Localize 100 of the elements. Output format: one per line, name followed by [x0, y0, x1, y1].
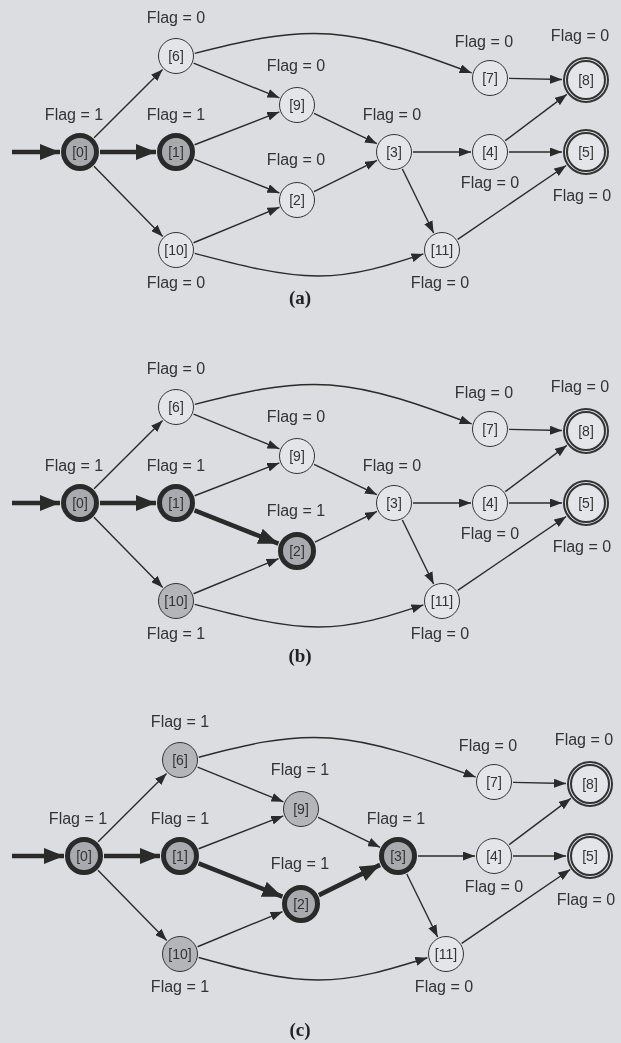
- flag-label: Flag = 0: [266, 409, 326, 425]
- flag-label: Flag = 1: [146, 626, 206, 642]
- arrow: [401, 519, 435, 585]
- arrow: [504, 444, 568, 493]
- state-circle: [11]: [424, 232, 460, 268]
- arrow: [192, 557, 280, 595]
- flag-label: Flag = 0: [460, 175, 520, 191]
- arrow: [317, 816, 381, 848]
- arrow: [197, 956, 429, 981]
- arrow: [12, 848, 64, 864]
- final-state-circle: [5]: [567, 833, 613, 879]
- active-state-circle: [2]: [278, 532, 316, 570]
- final-state-circle: [8]: [563, 408, 609, 454]
- arrow: [100, 144, 156, 160]
- arrow: [313, 112, 378, 145]
- arrow: [314, 510, 378, 543]
- flag-label: Flag = 1: [48, 811, 108, 827]
- arrow: [508, 147, 563, 157]
- arrow: [198, 736, 477, 778]
- active-state-circle: [1]: [161, 837, 199, 875]
- flag-label: Flag = 0: [454, 34, 514, 50]
- state-circle: [10]: [158, 232, 194, 268]
- state-circle: [6]: [158, 389, 194, 425]
- flag-label: Flag = 0: [454, 385, 514, 401]
- arrow: [197, 861, 284, 899]
- flag-label: Flag = 1: [270, 856, 330, 872]
- flag-label: Flag = 1: [44, 107, 104, 123]
- marked-state-circle: [9]: [283, 791, 319, 827]
- flag-label: Flag = 1: [146, 458, 206, 474]
- flag-label: Flag = 1: [366, 811, 426, 827]
- arrow: [193, 111, 280, 146]
- flag-label: Flag = 0: [550, 379, 610, 395]
- arrow: [196, 910, 284, 948]
- arrow: [412, 147, 472, 157]
- flag-label: Flag = 0: [554, 732, 614, 748]
- flag-label: Flag = 0: [146, 10, 206, 26]
- panel-label: (a): [288, 287, 312, 309]
- flag-label: Flag = 1: [266, 503, 326, 519]
- arrow: [193, 462, 280, 497]
- state-circle: [3]: [376, 134, 412, 170]
- state-circle: [4]: [476, 838, 512, 874]
- final-state-circle: [5]: [563, 480, 609, 526]
- arrow: [194, 603, 425, 628]
- flag-label: Flag = 0: [458, 738, 518, 754]
- arrow: [197, 815, 284, 850]
- arrow: [508, 425, 563, 435]
- arrow: [193, 158, 281, 194]
- active-state-circle: [0]: [61, 133, 99, 171]
- arrow: [457, 515, 567, 591]
- active-state-circle: [1]: [157, 484, 195, 522]
- arrow: [93, 419, 164, 490]
- state-circle: [9]: [279, 87, 315, 123]
- arrow: [461, 868, 571, 944]
- arrow: [100, 495, 156, 511]
- flag-label: Flag = 1: [270, 762, 330, 778]
- flag-label: Flag = 1: [150, 811, 210, 827]
- state-circle: [7]: [472, 60, 508, 96]
- marked-state-circle: [10]: [158, 583, 194, 619]
- arrow: [508, 498, 563, 508]
- flag-label: Flag = 1: [150, 979, 210, 995]
- active-state-circle: [1]: [157, 133, 195, 171]
- arrow: [313, 159, 378, 193]
- marked-state-circle: [10]: [162, 936, 198, 972]
- active-state-circle: [2]: [282, 885, 320, 923]
- arrow: [317, 862, 382, 898]
- flag-label: Flag = 0: [464, 879, 524, 895]
- arrow: [508, 74, 563, 84]
- flag-label: Flag = 0: [552, 539, 612, 555]
- arrow: [194, 252, 425, 277]
- final-state-circle: [5]: [563, 129, 609, 175]
- flag-label: Flag = 0: [146, 275, 206, 291]
- arrow: [192, 413, 281, 450]
- state-circle: [7]: [476, 764, 512, 800]
- state-circle: [4]: [472, 134, 508, 170]
- arrow: [194, 32, 473, 74]
- arrow: [504, 93, 568, 142]
- flag-label: Flag = 0: [556, 892, 616, 908]
- arrow: [93, 68, 164, 139]
- state-circle: [11]: [428, 936, 464, 972]
- arrow: [192, 62, 281, 99]
- panel-label: (c): [289, 1019, 311, 1041]
- arrow: [406, 873, 439, 938]
- flag-label: Flag = 0: [414, 979, 474, 995]
- arrow: [412, 498, 472, 508]
- arrow: [93, 165, 164, 238]
- arrow: [12, 144, 60, 160]
- state-circle: [7]: [472, 411, 508, 447]
- arrow: [97, 869, 168, 942]
- state-circle: [3]: [376, 485, 412, 521]
- final-state-circle: [8]: [563, 57, 609, 103]
- flag-label: Flag = 0: [550, 28, 610, 44]
- state-circle: [4]: [472, 485, 508, 521]
- flag-label: Flag = 0: [266, 58, 326, 74]
- arrow: [192, 206, 281, 244]
- state-circle: [6]: [158, 38, 194, 74]
- arrow: [193, 508, 280, 546]
- arrow: [196, 766, 285, 803]
- flag-label: Flag = 0: [410, 626, 470, 642]
- arrow: [93, 516, 164, 589]
- active-state-circle: [3]: [379, 837, 417, 875]
